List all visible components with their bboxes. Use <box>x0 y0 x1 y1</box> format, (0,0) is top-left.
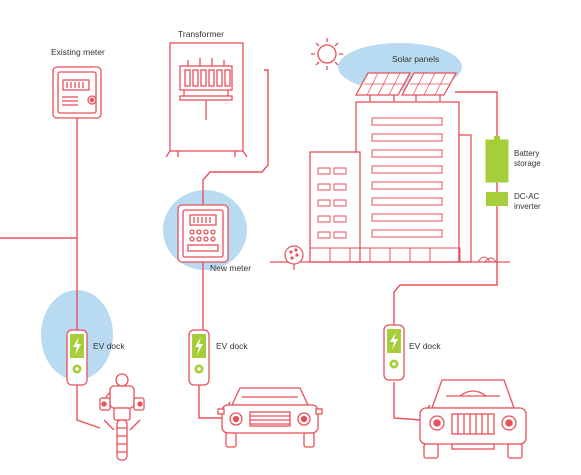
ev-dock-2-label: EV dock <box>216 341 248 351</box>
dc-ac-inverter <box>486 192 508 206</box>
inverter-label-line2: inverter <box>514 202 541 211</box>
tree-icon <box>284 245 304 270</box>
motorcycle-icon <box>99 373 145 461</box>
lightning-icon <box>195 337 203 355</box>
battery-label-line2: storage <box>514 159 541 168</box>
sun-icon <box>311 38 343 70</box>
ev-dock-3-label: EV dock <box>409 341 441 351</box>
existing-meter-label: Existing meter <box>51 47 105 57</box>
lightning-icon <box>390 332 398 350</box>
line-panel-to-battery <box>455 91 498 140</box>
solar-panels <box>354 72 458 101</box>
new-meter-label: New meter <box>210 263 251 273</box>
inverter-label-line1: DC-AC <box>514 192 540 201</box>
line-dock1-to-bike <box>76 385 101 429</box>
line-transformer-to-meter <box>202 69 269 205</box>
solar-panels-label: Solar panels <box>392 54 439 64</box>
lightning-icon <box>73 337 81 355</box>
battery-label-line1: Battery <box>514 149 539 158</box>
power-lines <box>0 69 498 429</box>
car-icon-1 <box>217 387 323 448</box>
car-icon-2 <box>419 379 527 459</box>
line-inverter-to-dock <box>393 206 498 325</box>
building <box>270 101 510 263</box>
ev-dock-1 <box>66 329 88 386</box>
bush-icon <box>477 256 497 263</box>
new-meter <box>177 204 229 263</box>
ev-dock-3 <box>383 324 405 381</box>
battery-storage <box>485 136 509 183</box>
ev-dock-1-label: EV dock <box>93 341 125 351</box>
existing-meter <box>52 66 102 119</box>
transformer <box>165 42 248 158</box>
transformer-label: Transformer <box>178 29 224 39</box>
ev-dock-2 <box>188 329 210 386</box>
